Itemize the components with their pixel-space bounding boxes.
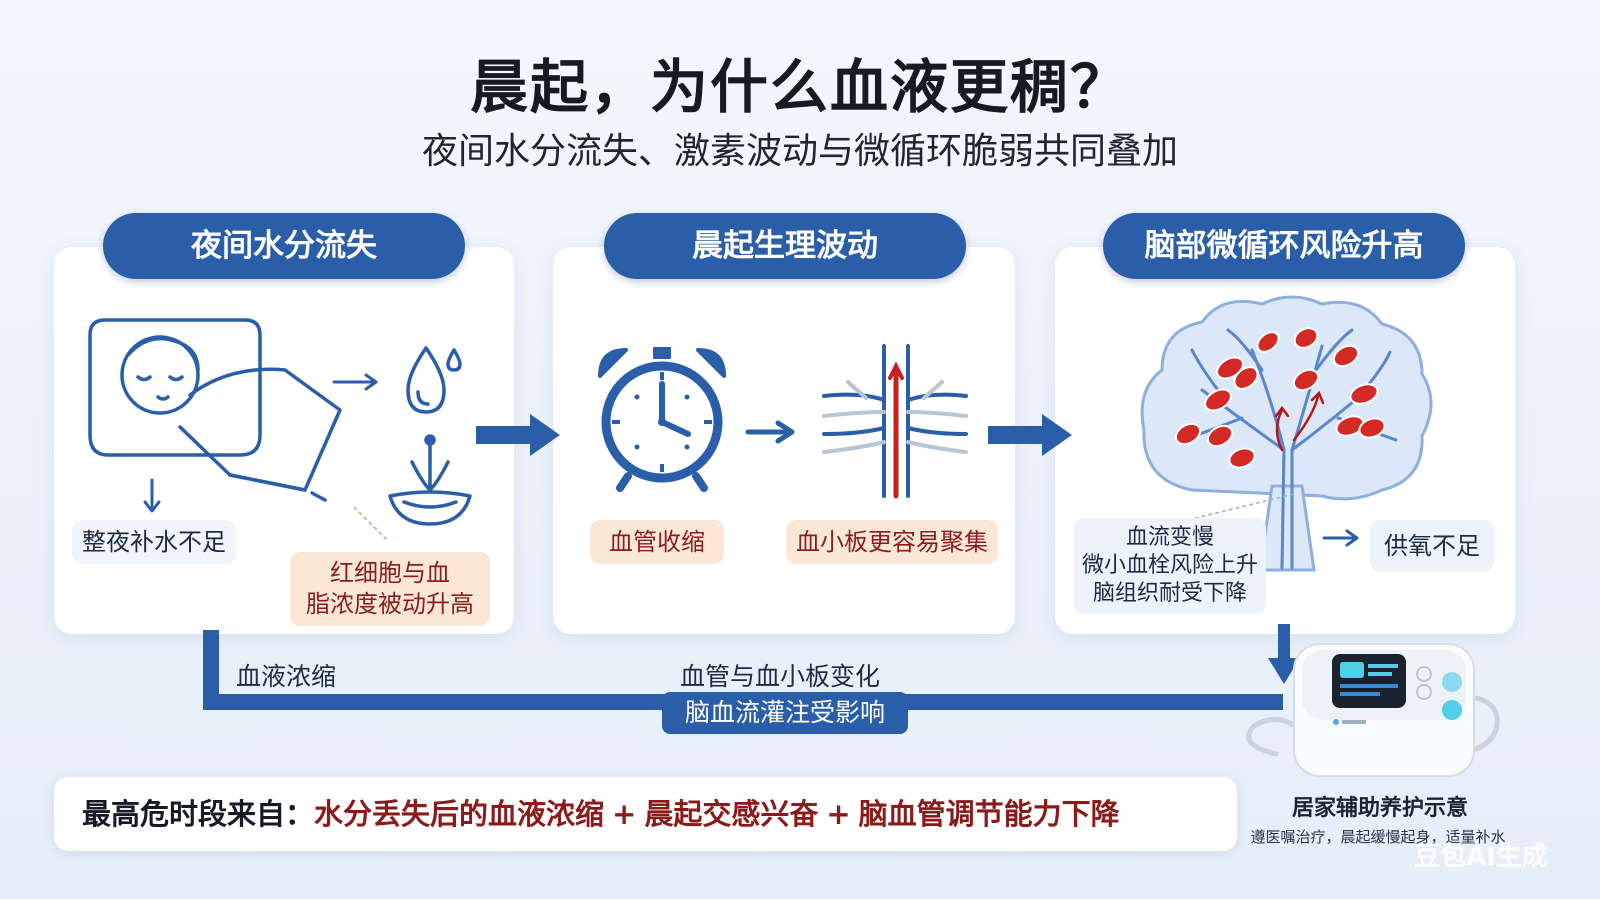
summary-plus-2: + [826,797,851,831]
panel-heading-brain: 脑部微循环风险升高 [1103,213,1465,279]
alarm-clock-icon [598,347,726,492]
flow-arrow-icon [1322,529,1359,547]
highlight-line-1: 红细胞与血 [330,559,450,587]
flow-arrow-icon [476,414,560,456]
dashed-connector [1187,493,1295,521]
flow-arrow-icon [332,373,378,391]
flow-arrow-icon [745,420,795,444]
flow-label-vessel-platelet: 血管与血小板变化 [680,662,881,691]
effect-list: 血流变慢 微小血栓风险上升 脑组织耐受下降 [1074,518,1266,614]
effect-tissue-tolerance: 脑组织耐受下降 [1092,581,1247,606]
effect-slow-flow: 血流变慢 [1125,525,1214,550]
flow-banner-perfusion: 脑血流灌注受影响 [662,692,908,734]
home-device-icon [1246,643,1500,777]
summary-factor-3: 脑血管调节能力下降 [858,797,1120,831]
device-note: 遵医嘱治疗，晨起缓慢起身，适量补水 [1250,828,1506,846]
absorb-bowl-icon [388,434,472,526]
sleeping-person-icon [88,318,342,502]
summary-plus-1: + [612,797,637,831]
panel-heading-morning: 晨起生理波动 [604,213,966,279]
page-title: 晨起，为什么血液更稠？ [469,53,1130,121]
flow-line-vertical-left [203,630,219,710]
tag-platelet-aggregation: 血小板更容易聚集 [786,520,998,564]
result-oxygen-deficit: 供氧不足 [1370,520,1494,572]
down-arrow-icon [143,478,161,513]
water-drop-icon [406,346,462,414]
highlight-line-2: 脂浓度被动升高 [306,590,474,618]
vessel-branch-icon [822,344,968,499]
note-insufficient-hydration: 整夜补水不足 [72,520,236,564]
flow-arrow-icon [1268,624,1300,684]
summary-lead: 最高危时段来自： [82,797,315,831]
summary-factor-1: 水分丢失后的血液浓缩 [314,797,605,831]
watermark-logo: 豆包AI生成 [1414,842,1548,872]
effect-microthrombus: 微小血栓风险上升 [1081,553,1258,578]
summary-factor-2: 晨起交感兴奋 [644,797,819,831]
flow-label-concentration: 血液浓缩 [236,662,337,691]
summary-box: 最高危时段来自：水分丢失后的血液浓缩+晨起交感兴奋+脑血管调节能力下降 [54,777,1237,851]
highlight-rbc-lipid: 红细胞与血 脂浓度被动升高 [290,552,490,626]
dashed-connector [353,506,389,542]
panel-heading-water-loss: 夜间水分流失 [103,213,465,279]
tag-vasoconstriction: 血管收缩 [590,520,724,564]
brain-vessel-icon [1140,295,1433,572]
flow-arrow-icon [988,414,1072,456]
page-subtitle: 夜间水分流失、激素波动与微循环脆弱共同叠加 [421,131,1178,172]
device-caption: 居家辅助养护示意 [1291,796,1468,821]
panel-morning-fluctuation [553,247,1015,634]
